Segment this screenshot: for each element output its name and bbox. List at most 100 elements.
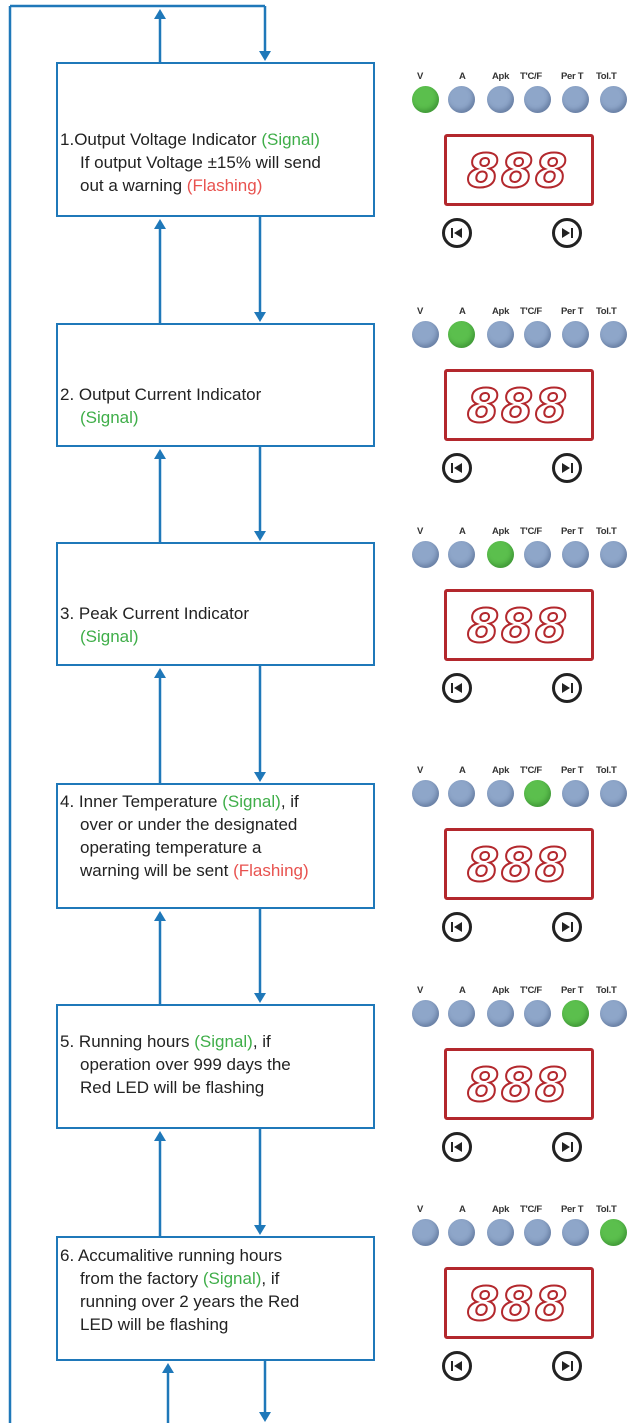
right-arrow-icon bbox=[562, 463, 573, 473]
led-inactive bbox=[524, 1000, 551, 1027]
led-active bbox=[600, 1219, 627, 1246]
step-number: 1. bbox=[60, 130, 75, 149]
seven-segment-display: 888 bbox=[444, 1267, 594, 1339]
led-inactive bbox=[448, 1219, 475, 1246]
indicator-leds bbox=[412, 1219, 627, 1249]
left-arrow-icon bbox=[451, 1142, 462, 1152]
indicator-label: V bbox=[417, 1204, 424, 1215]
signal-note: (Signal) bbox=[202, 1269, 262, 1288]
step-text: Output Current Indicator bbox=[74, 385, 262, 404]
led-inactive bbox=[524, 321, 551, 348]
next-button[interactable] bbox=[552, 453, 582, 483]
led-inactive bbox=[448, 1000, 475, 1027]
indicator-label: A bbox=[459, 71, 466, 82]
indicator-label: T'C/F bbox=[520, 985, 542, 996]
led-inactive bbox=[562, 86, 589, 113]
step-1-line-1: 1.Output Voltage Indicator (Signal) bbox=[60, 128, 367, 151]
led-inactive bbox=[487, 1219, 514, 1246]
prev-button[interactable] bbox=[442, 912, 472, 942]
step-box-3: 3. Peak Current Indicator(Signal) bbox=[56, 542, 375, 666]
prev-button[interactable] bbox=[442, 453, 472, 483]
prev-button[interactable] bbox=[442, 1132, 472, 1162]
display-digits: 888 bbox=[466, 144, 570, 198]
step-6-line-1: 6. Accumalitive running hours bbox=[60, 1244, 367, 1267]
flashing-note: (Flashing) bbox=[186, 176, 263, 195]
indicator-label: T'C/F bbox=[520, 765, 542, 776]
seven-segment-display: 888 bbox=[444, 134, 594, 206]
led-inactive bbox=[562, 321, 589, 348]
signal-note: (Signal) bbox=[80, 627, 139, 646]
step-text: Red LED will be flashing bbox=[80, 1078, 265, 1097]
signal-note: (Signal) bbox=[194, 1032, 253, 1051]
led-inactive bbox=[487, 1000, 514, 1027]
indicator-label: Apk bbox=[492, 306, 510, 317]
step-6-line-3: running over 2 years the Red bbox=[60, 1290, 367, 1313]
led-inactive bbox=[600, 321, 627, 348]
seven-segment-display: 888 bbox=[444, 369, 594, 441]
led-inactive bbox=[487, 321, 514, 348]
step-number: 4. bbox=[60, 792, 75, 811]
step-text: , if bbox=[261, 1269, 280, 1288]
right-arrow-icon bbox=[562, 228, 573, 238]
next-button[interactable] bbox=[552, 912, 582, 942]
step-text: warning will be sent bbox=[80, 861, 234, 880]
signal-note: (Signal) bbox=[261, 130, 320, 149]
indicator-label: Tol.T bbox=[596, 1204, 617, 1215]
indicator-leds bbox=[412, 321, 627, 351]
led-inactive bbox=[524, 1219, 551, 1246]
indicator-label: Per T bbox=[561, 306, 584, 317]
led-inactive bbox=[600, 1000, 627, 1027]
step-number: 5. bbox=[60, 1032, 75, 1051]
prev-button[interactable] bbox=[442, 218, 472, 248]
prev-button[interactable] bbox=[442, 1351, 472, 1381]
step-text: Inner Temperature bbox=[74, 792, 223, 811]
right-arrow-icon bbox=[562, 683, 573, 693]
step-4-line-2: over or under the designated bbox=[60, 813, 367, 836]
left-arrow-icon bbox=[451, 1361, 462, 1371]
next-button[interactable] bbox=[552, 1351, 582, 1381]
step-5-line-2: operation over 999 days the bbox=[60, 1053, 367, 1076]
step-3-line-2: (Signal) bbox=[60, 625, 367, 648]
signal-note: (Signal) bbox=[222, 792, 281, 811]
prev-button[interactable] bbox=[442, 673, 472, 703]
display-digits: 888 bbox=[466, 379, 570, 433]
led-active bbox=[562, 1000, 589, 1027]
step-number: 3. bbox=[60, 604, 75, 623]
next-button[interactable] bbox=[552, 218, 582, 248]
indicator-label: T'C/F bbox=[520, 526, 542, 537]
indicator-label: A bbox=[459, 765, 466, 776]
indicator-label: Apk bbox=[492, 1204, 510, 1215]
step-number: 2. bbox=[60, 385, 75, 404]
indicator-label: Apk bbox=[492, 526, 510, 537]
led-inactive bbox=[524, 541, 551, 568]
step-6-line-2: from the factory (Signal), if bbox=[60, 1267, 367, 1290]
step-2-line-1: 2. Output Current Indicator bbox=[60, 383, 367, 406]
display-digits: 888 bbox=[466, 1058, 570, 1112]
display-digits: 888 bbox=[466, 838, 570, 892]
next-button[interactable] bbox=[552, 1132, 582, 1162]
indicator-label: A bbox=[459, 306, 466, 317]
step-text: LED will be flashing bbox=[80, 1315, 229, 1334]
indicator-leds bbox=[412, 541, 627, 571]
indicator-label: V bbox=[417, 526, 424, 537]
flashing-note: (Flashing) bbox=[233, 861, 309, 880]
indicator-label: Tol.T bbox=[596, 71, 617, 82]
step-1-line-2: If output Voltage ±15% will send bbox=[60, 151, 367, 174]
led-inactive bbox=[412, 1219, 439, 1246]
next-button[interactable] bbox=[552, 673, 582, 703]
step-text: Running hours bbox=[74, 1032, 195, 1051]
left-arrow-icon bbox=[451, 228, 462, 238]
led-inactive bbox=[448, 780, 475, 807]
led-inactive bbox=[412, 541, 439, 568]
step-text: Accumalitive running hours bbox=[74, 1246, 283, 1265]
